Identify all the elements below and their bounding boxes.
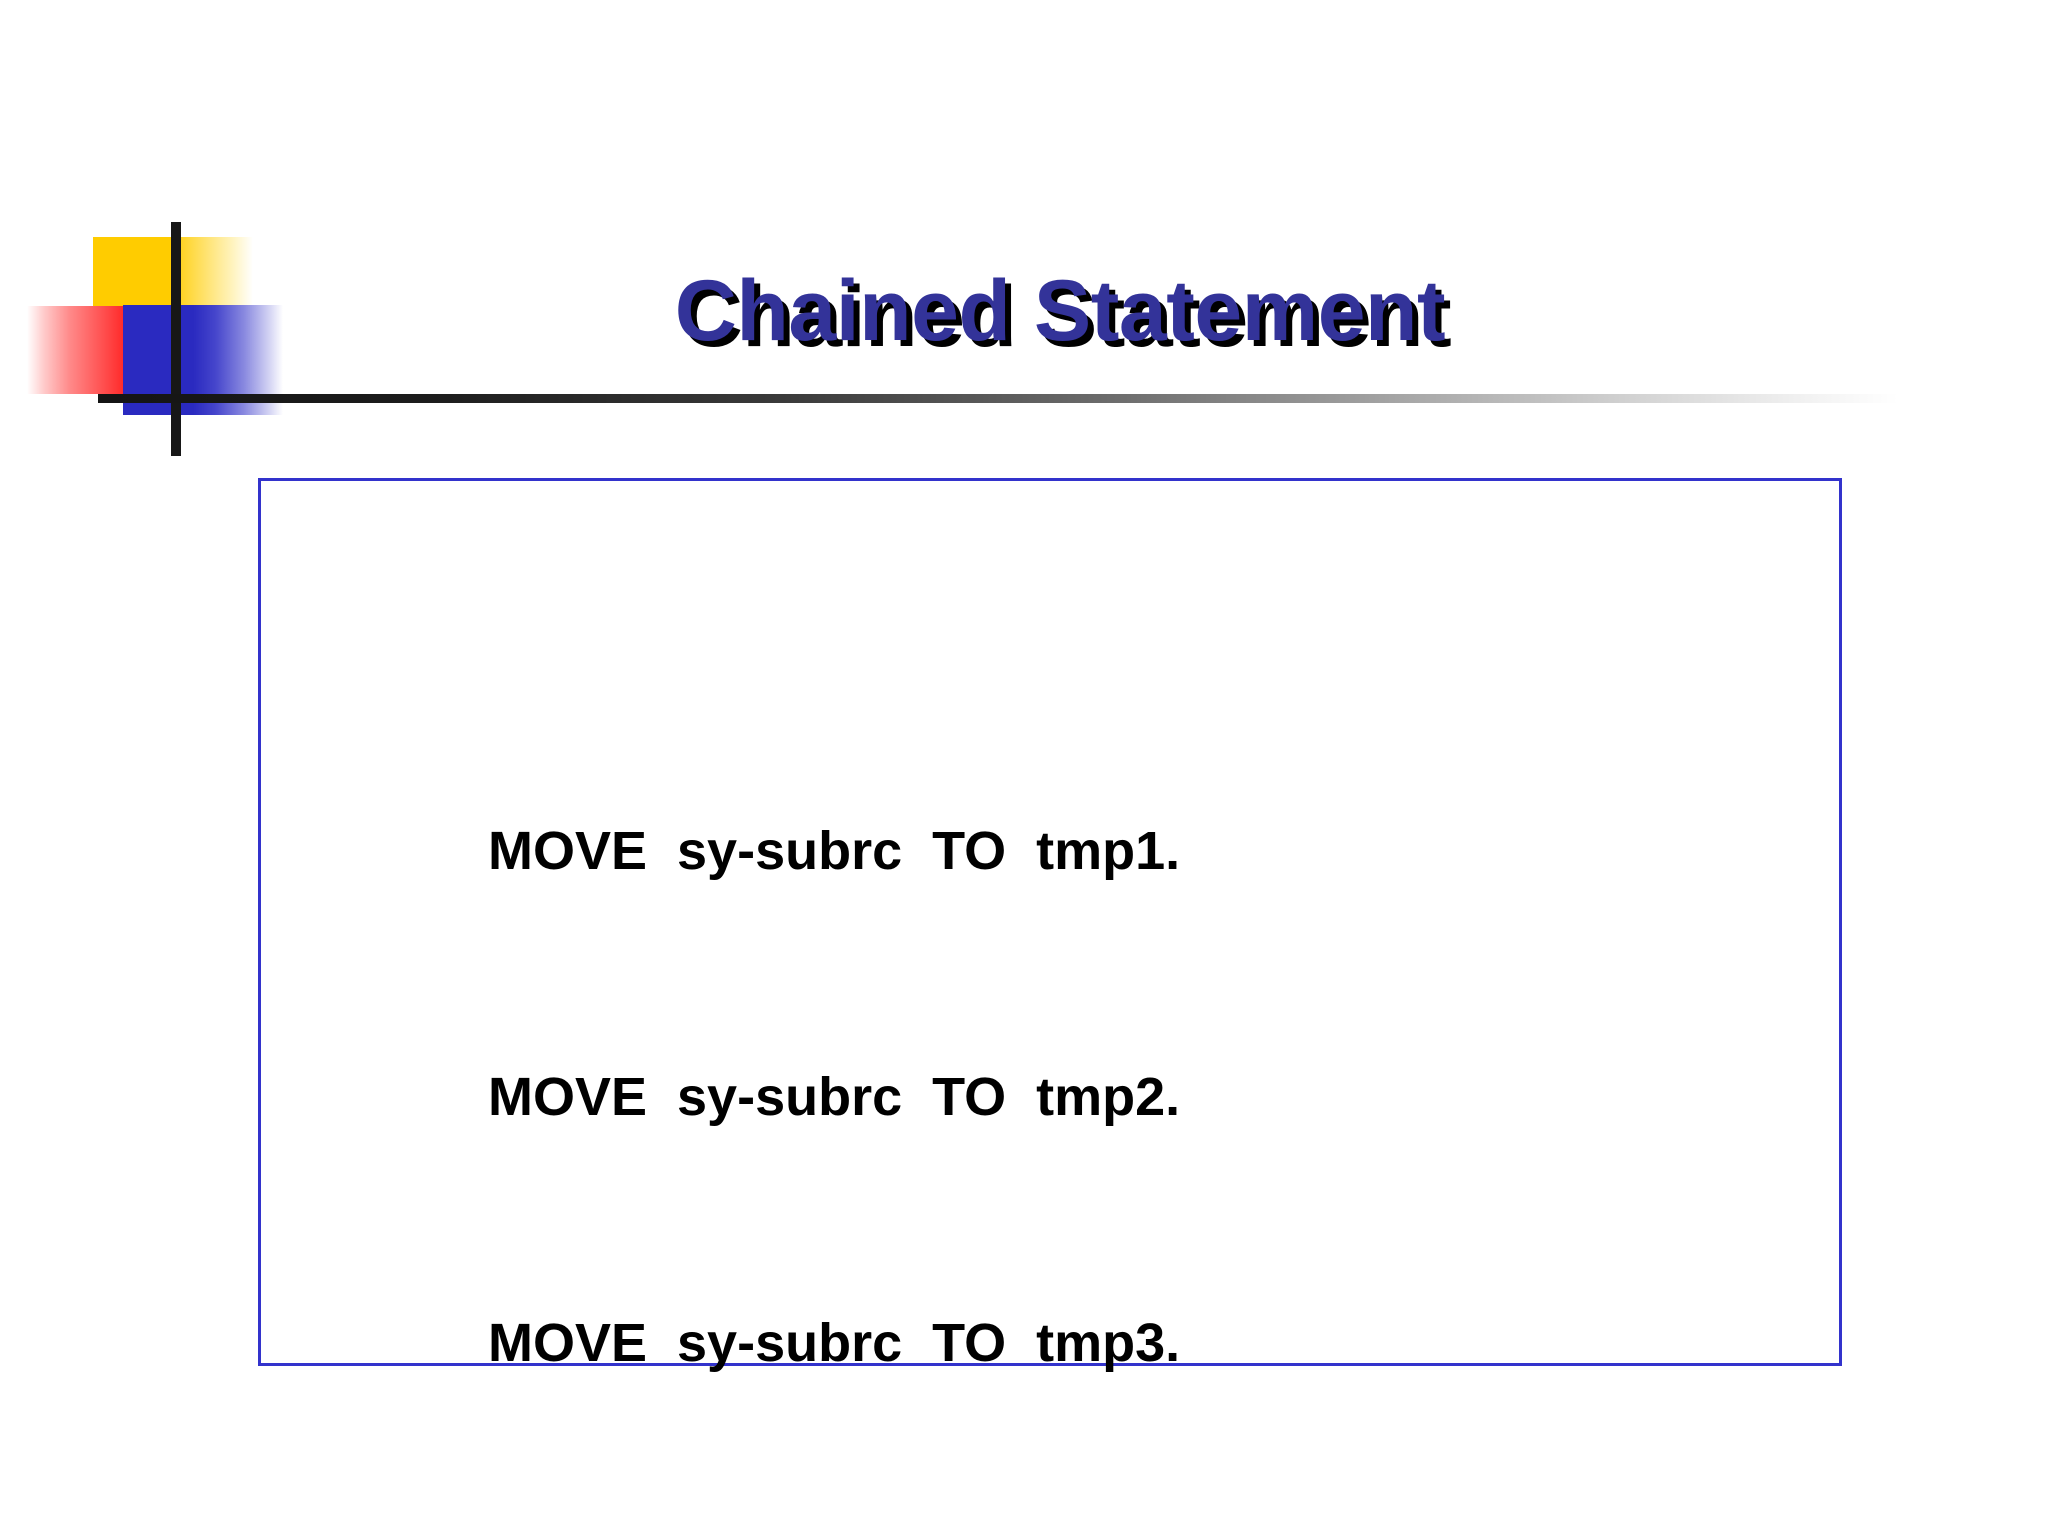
vertical-rule-icon	[171, 222, 181, 456]
code-line: MOVE sy-subrc TO tmp1.	[488, 821, 1181, 881]
slide-logo-decoration	[0, 0, 1898, 520]
yellow-square-icon	[93, 237, 253, 347]
content-box: MOVE sy-subrc TO tmp1. MOVE sy-subrc TO …	[258, 478, 1842, 1373]
code-line: MOVE sy-subrc TO tmp3.	[488, 1313, 1181, 1373]
page-title: Chained Statement	[674, 263, 1446, 359]
red-square-icon	[27, 306, 152, 394]
horizontal-rule-icon	[98, 394, 1898, 403]
code-block: MOVE sy-subrc TO tmp1. MOVE sy-subrc TO …	[488, 646, 1204, 1536]
blue-square-icon	[123, 305, 283, 415]
code-line: MOVE sy-subrc TO tmp2.	[488, 1067, 1181, 1127]
